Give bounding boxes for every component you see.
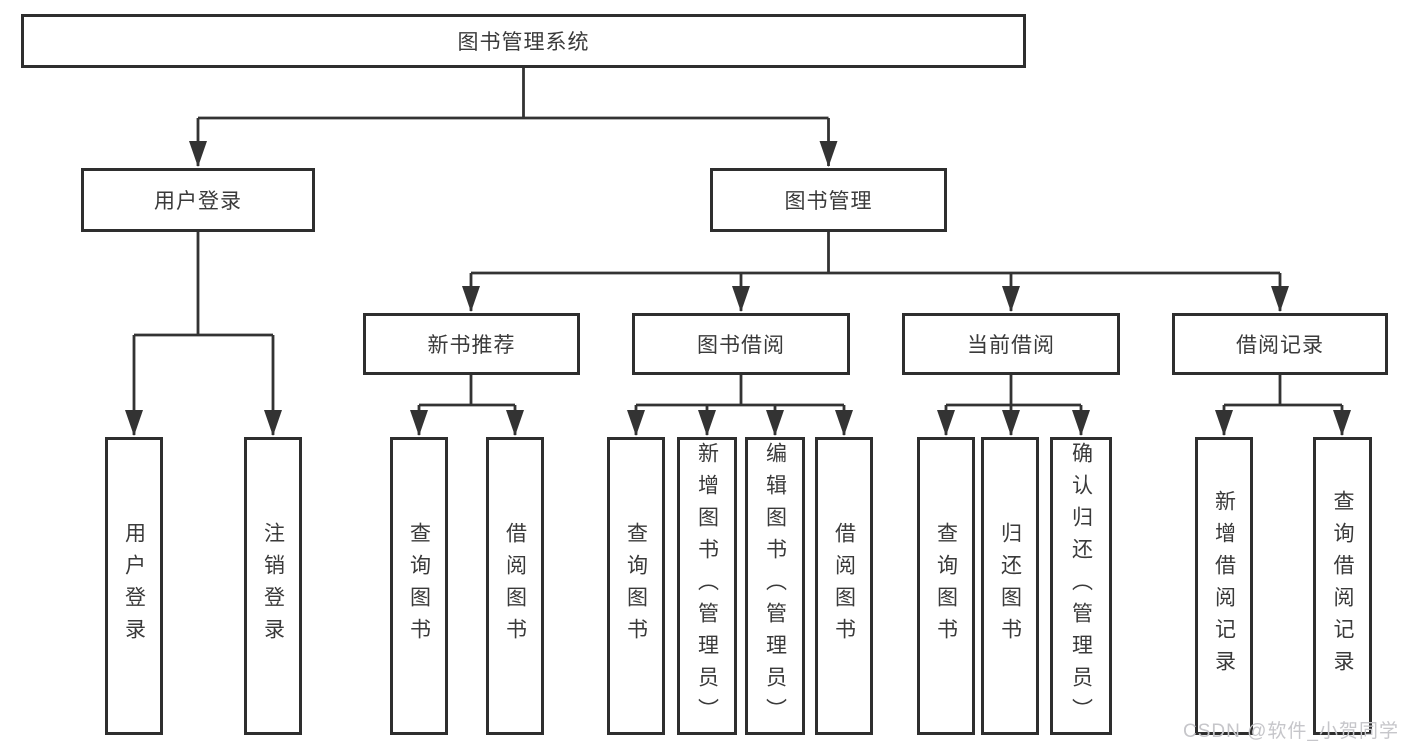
node-label: 新书推荐 — [427, 334, 516, 357]
node-label: 借阅记录 — [1236, 334, 1324, 357]
node-user-login: 用户登录 — [81, 168, 315, 232]
node-new-book-recommend: 新书推荐 — [363, 313, 580, 375]
node-label: 编辑图书（管理员） — [763, 442, 787, 730]
node-label: 借阅图书 — [832, 522, 856, 650]
node-label: 图书管理 — [784, 190, 873, 213]
leaf-return-books: 归还图书 — [981, 437, 1039, 735]
node-label: 新增借阅记录 — [1212, 490, 1236, 682]
leaf-query-books-current: 查询图书 — [917, 437, 975, 735]
node-label: 确认归还（管理员） — [1069, 442, 1093, 730]
leaf-edit-books-admin: 编辑图书（管理员） — [745, 437, 805, 735]
leaf-user-login: 用户登录 — [105, 437, 163, 735]
leaf-query-books-borrow: 查询图书 — [607, 437, 665, 735]
node-book-borrow: 图书借阅 — [632, 313, 850, 375]
node-label: 查询图书 — [934, 522, 958, 650]
csdn-watermark: CSDN @软件_小贺同学 — [1183, 721, 1399, 742]
leaf-query-books-recommend: 查询图书 — [390, 437, 448, 735]
node-label: 用户登录 — [154, 190, 242, 213]
node-label: 图书管理系统 — [457, 31, 590, 54]
leaf-query-borrow-record: 查询借阅记录 — [1313, 437, 1372, 735]
node-label: 归还图书 — [998, 522, 1022, 650]
node-current-borrow: 当前借阅 — [902, 313, 1120, 375]
leaf-borrow-books: 借阅图书 — [815, 437, 873, 735]
node-label: 查询图书 — [407, 522, 431, 650]
leaf-add-books-admin: 新增图书（管理员） — [677, 437, 737, 735]
node-label: 用户登录 — [122, 522, 146, 650]
node-borrow-records: 借阅记录 — [1172, 313, 1388, 375]
leaf-borrow-books-recommend: 借阅图书 — [486, 437, 544, 735]
node-label: 查询借阅记录 — [1331, 490, 1354, 682]
node-root-library-system: 图书管理系统 — [21, 14, 1026, 68]
node-label: 查询图书 — [624, 522, 648, 650]
leaf-add-borrow-record: 新增借阅记录 — [1195, 437, 1253, 735]
leaf-confirm-return-admin: 确认归还（管理员） — [1050, 437, 1112, 735]
leaf-logout: 注销登录 — [244, 437, 302, 735]
node-label: 借阅图书 — [503, 522, 527, 650]
node-book-management: 图书管理 — [710, 168, 947, 232]
node-label: 新增图书（管理员） — [695, 442, 719, 730]
node-label: 当前借阅 — [967, 334, 1055, 357]
node-label: 注销登录 — [261, 522, 285, 650]
node-label: 图书借阅 — [697, 334, 785, 357]
